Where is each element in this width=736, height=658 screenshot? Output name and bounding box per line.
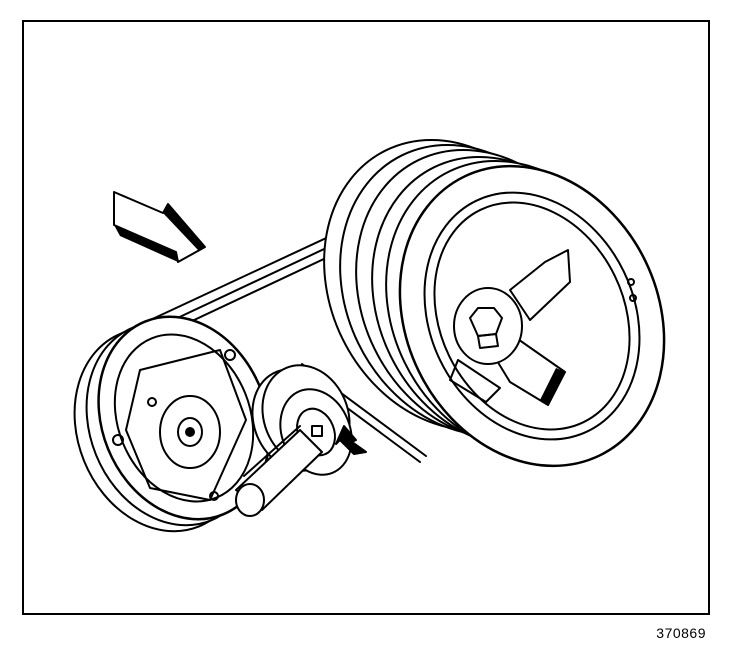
crankshaft-pulley bbox=[323, 138, 666, 468]
compressor-pulley bbox=[73, 315, 271, 533]
push-arrow-icon bbox=[113, 191, 206, 263]
figure-number: 370869 bbox=[656, 625, 706, 641]
tension-arrow-icon bbox=[335, 425, 367, 455]
belt-tensioner bbox=[235, 364, 353, 517]
